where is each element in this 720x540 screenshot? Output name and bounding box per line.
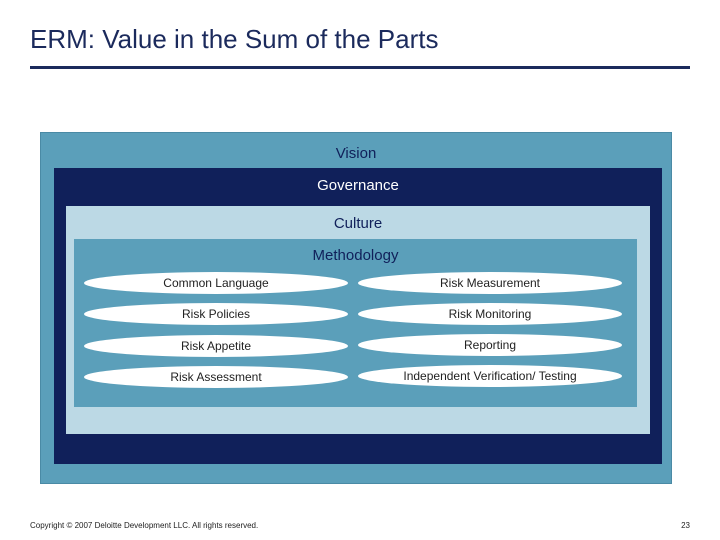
- component-risk-assessment: Risk Assessment: [84, 366, 348, 388]
- page-title: ERM: Value in the Sum of the Parts: [30, 24, 439, 54]
- copyright-notice: Copyright © 2007 Deloitte Development LL…: [30, 521, 259, 530]
- component-risk-monitoring: Risk Monitoring: [358, 303, 622, 325]
- component-risk-policies: Risk Policies: [84, 303, 348, 325]
- component-common-language: Common Language: [84, 272, 348, 294]
- vision-label: Vision: [335, 145, 377, 162]
- methodology-label: Methodology: [312, 247, 399, 264]
- component-risk-appetite: Risk Appetite: [84, 335, 348, 357]
- culture-label: Culture: [333, 215, 383, 232]
- component-independent-verification-testing: Independent Verification/ Testing: [358, 365, 622, 387]
- component-risk-measurement: Risk Measurement: [358, 272, 622, 294]
- governance-label: Governance: [317, 177, 399, 194]
- title-divider: [30, 66, 690, 69]
- page-number: 23: [681, 521, 690, 530]
- component-reporting: Reporting: [358, 334, 622, 356]
